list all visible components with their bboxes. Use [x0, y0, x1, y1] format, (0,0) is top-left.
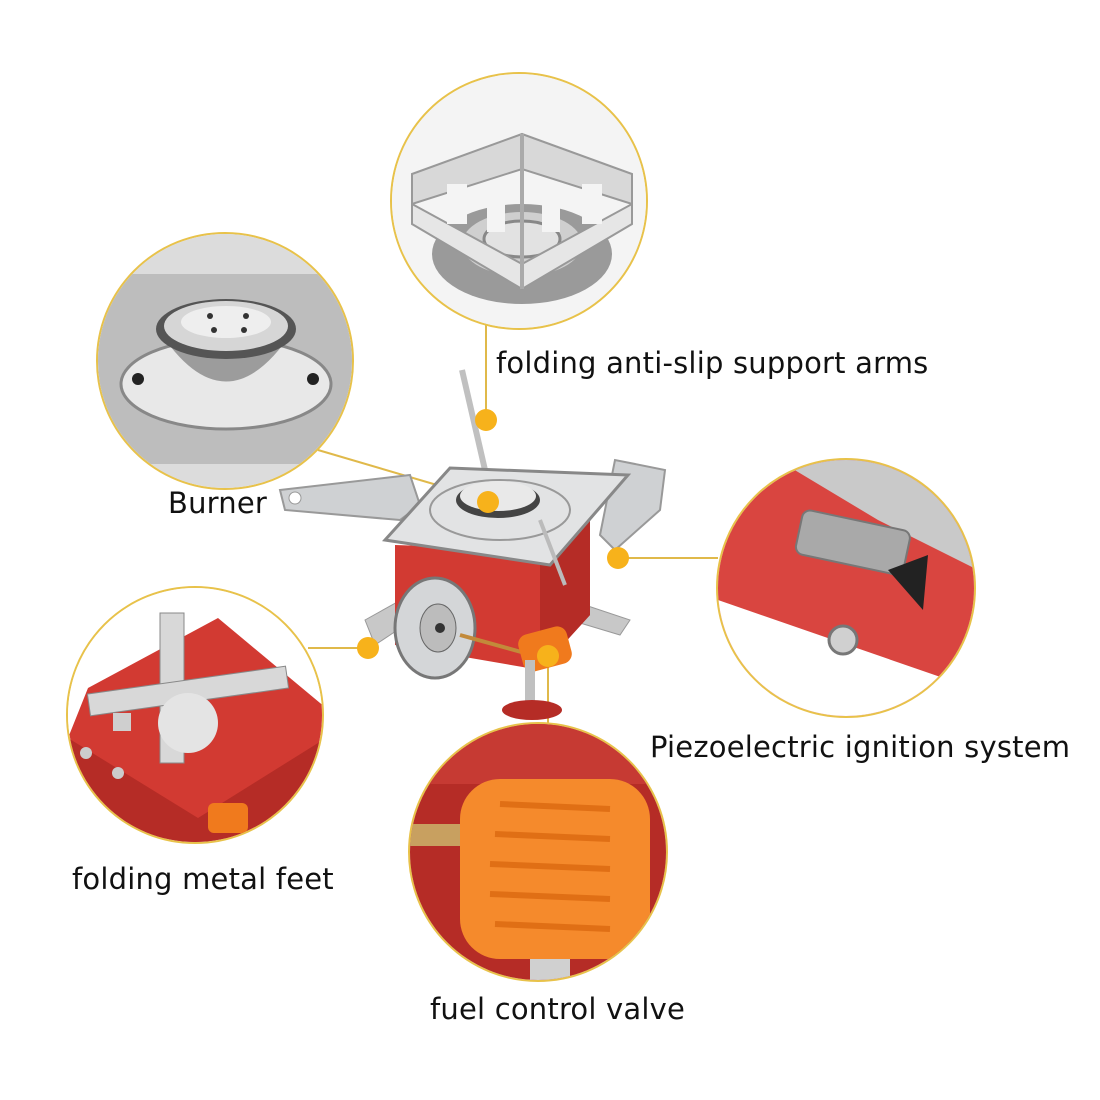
piezo-illustration [718, 460, 974, 716]
valve-illustration [410, 724, 666, 980]
valve-callout [408, 722, 668, 982]
valve-label: fuel control valve [430, 992, 686, 1026]
support-arms-marker [475, 409, 497, 431]
feet-marker [357, 637, 379, 659]
burner-illustration [98, 234, 352, 488]
support-arms-illustration [392, 74, 646, 328]
feet-label: folding metal feet [72, 862, 334, 896]
piezo-callout [716, 458, 976, 718]
piezo-label: Piezoelectric ignition system [650, 730, 1071, 764]
support-arms-label: folding anti-slip support arms [496, 346, 929, 380]
support-arms-callout [390, 72, 648, 330]
feet-callout [66, 586, 324, 844]
stove-main-image [270, 360, 670, 720]
piezo-marker [607, 547, 629, 569]
feet-illustration [68, 588, 322, 842]
burner-marker [477, 491, 499, 513]
burner-callout [96, 232, 354, 490]
valve-marker [537, 645, 559, 667]
burner-label: Burner [168, 486, 268, 520]
